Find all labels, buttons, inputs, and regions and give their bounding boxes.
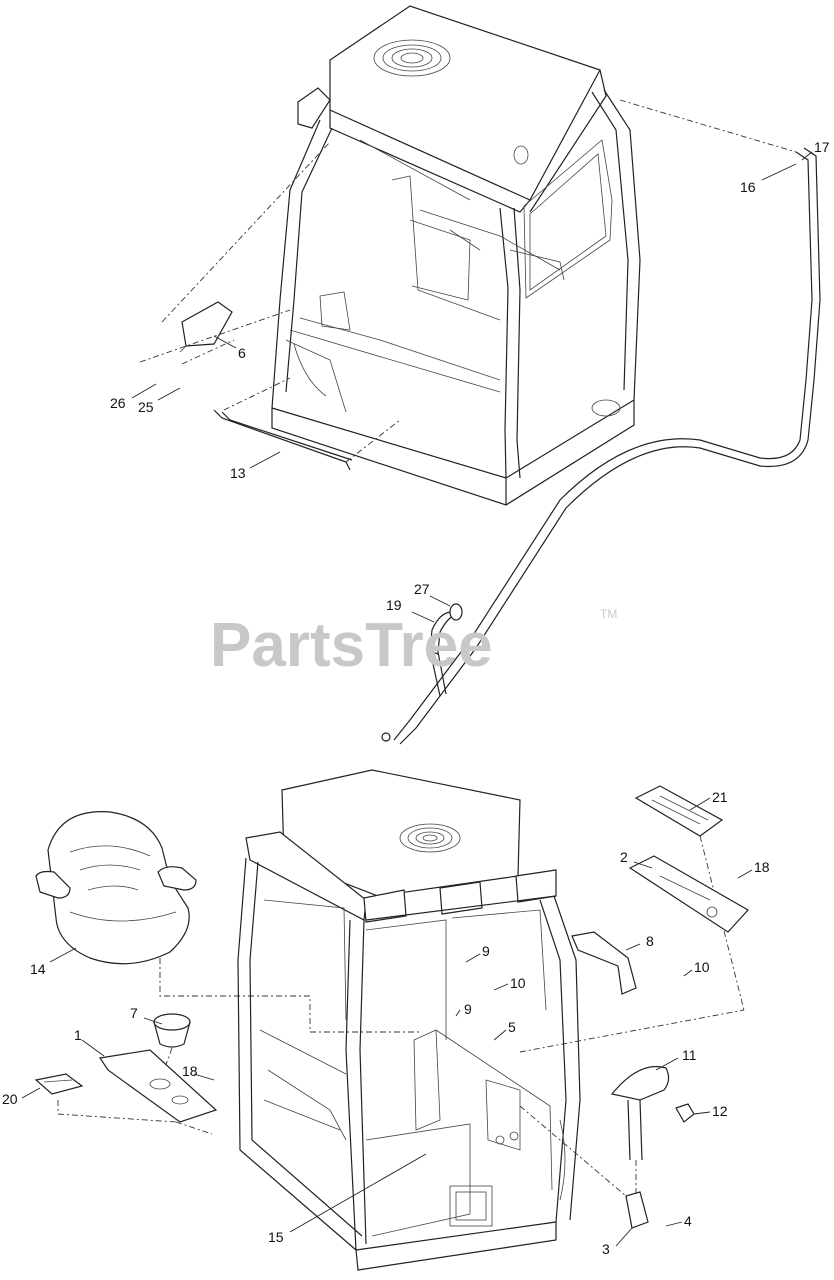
callout-17: 17 xyxy=(814,139,830,155)
callout-10-right: 10 xyxy=(694,959,710,975)
leader-lines xyxy=(21,151,813,1247)
callout-15: 15 xyxy=(268,1229,284,1245)
watermark-text: PartsTree xyxy=(210,611,493,680)
callout-11: 11 xyxy=(682,1047,697,1063)
callout-27: 27 xyxy=(414,581,430,597)
callout-9-center: 9 xyxy=(464,1001,472,1017)
part-1-plate xyxy=(57,1049,218,1135)
callout-13: 13 xyxy=(230,465,246,481)
callout-21: 21 xyxy=(712,789,728,805)
part-8-bracket xyxy=(519,931,745,1053)
part-13-grab-bar xyxy=(213,377,401,471)
part-16-17-seal-strip xyxy=(381,99,821,745)
watermark-trademark: TM xyxy=(600,607,617,621)
partstree-watermark-logo: PartsTree TM xyxy=(210,607,617,680)
callout-19: 19 xyxy=(386,597,402,613)
part-19-27-fitting xyxy=(425,603,463,697)
part-14-seat xyxy=(35,811,420,1033)
callout-2: 2 xyxy=(620,849,628,865)
callout-5: 5 xyxy=(508,1019,516,1035)
part-2-panel xyxy=(628,855,749,933)
callout-9-top: 9 xyxy=(482,943,490,959)
callout-4: 4 xyxy=(684,1213,692,1229)
callout-25: 25 xyxy=(138,399,154,415)
callout-12: 12 xyxy=(712,1103,728,1119)
callout-18-top: 18 xyxy=(754,859,770,875)
part-6-bracket xyxy=(139,141,331,365)
callout-labels: 17 16 6 26 25 13 27 19 21 2 18 14 9 8 10… xyxy=(2,139,830,1257)
callout-7: 7 xyxy=(130,1005,138,1021)
part-20-latch xyxy=(34,1073,84,1095)
part-12-knob xyxy=(675,1103,695,1123)
callout-1: 1 xyxy=(74,1027,82,1043)
callout-26: 26 xyxy=(110,395,126,411)
callout-3: 3 xyxy=(602,1241,610,1257)
callout-6: 6 xyxy=(238,345,246,361)
callout-20: 20 xyxy=(2,1091,18,1107)
callout-14: 14 xyxy=(30,961,46,977)
callout-8: 8 xyxy=(646,933,654,949)
callout-18-left: 18 xyxy=(182,1063,198,1079)
callout-16: 16 xyxy=(740,179,756,195)
upper-cab-assembly xyxy=(271,5,641,506)
part-11-tray xyxy=(519,1065,670,1229)
lower-cab-assembly xyxy=(237,769,581,1271)
callout-10-center: 10 xyxy=(510,975,526,991)
